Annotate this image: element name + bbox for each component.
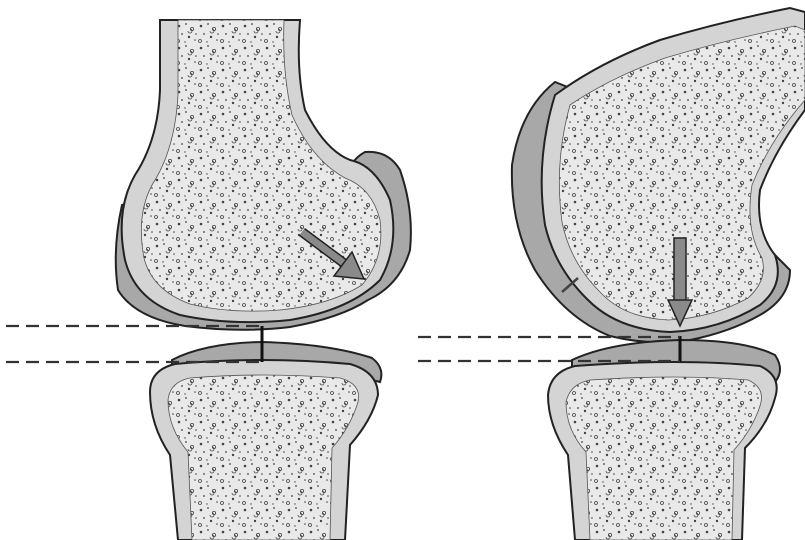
left-tibia-cancellous: [168, 375, 359, 540]
right-knee-panel: [418, 8, 805, 540]
right-tibia-cancellous: [566, 377, 762, 540]
left-knee-panel: [6, 20, 411, 540]
